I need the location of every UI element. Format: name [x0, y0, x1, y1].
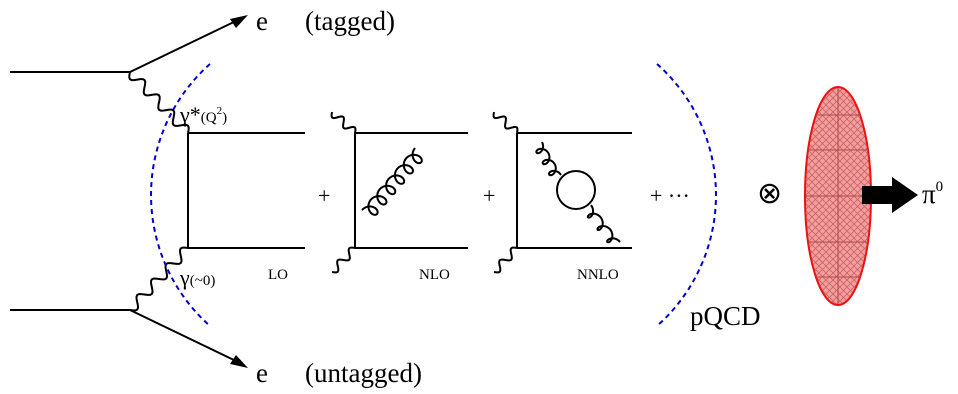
- electron-top-label: e: [256, 6, 268, 36]
- pion-arrow-head: [892, 177, 918, 213]
- nnlo-quark-loop: [556, 170, 596, 210]
- pion-symbol: π: [922, 179, 936, 209]
- gamma-star-symbol: γ*: [180, 102, 201, 127]
- pion-distribution-amplitude: [804, 86, 872, 306]
- plus-sign-1: +: [318, 183, 331, 208]
- pion-charge: 0: [935, 179, 944, 195]
- electron-bottom-label: e: [256, 358, 268, 388]
- nlo-photon-top: [330, 111, 357, 134]
- gamma-star-arg: (Q: [200, 110, 217, 126]
- plus-ellipsis: + ···: [650, 183, 690, 208]
- pqcd-label: pQCD: [690, 301, 761, 331]
- gamma-star-close: ): [222, 110, 228, 126]
- outgoing-electron-bottom: [129, 309, 239, 363]
- pqcd-left-bracket: [150, 63, 211, 327]
- nlo-label: NLO: [419, 267, 450, 283]
- nlo-photon-bottom: [331, 246, 356, 274]
- lo-label: LO: [268, 267, 288, 283]
- gamma-arg: (~0): [189, 273, 216, 289]
- virtual-photon-top: [128, 71, 190, 134]
- nlo-gluon: [361, 147, 423, 216]
- nnlo-gluon-in: [535, 141, 562, 177]
- nnlo-photon-top: [492, 111, 519, 134]
- convolution-symbol: ⊗: [757, 177, 783, 210]
- nnlo-gluon-out: [586, 204, 621, 244]
- quasi-real-photon-label: γ(~0): [180, 267, 215, 289]
- pqcd-right-bracket: [656, 63, 717, 327]
- gamma-star-exp: 2: [216, 105, 223, 117]
- gamma-symbol: γ: [180, 265, 190, 290]
- tagged-label: (tagged): [305, 6, 395, 36]
- quasi-real-photon-bottom: [129, 246, 189, 312]
- arrowhead-top: [230, 15, 248, 28]
- nnlo-photon-bottom: [493, 246, 518, 274]
- virtual-photon-label: γ*(Q2): [180, 104, 227, 126]
- arrowhead-bottom: [230, 355, 248, 368]
- nnlo-label: NNLO: [577, 267, 619, 283]
- untagged-label: (untagged): [305, 358, 422, 388]
- pion-arrow-shaft: [862, 186, 896, 204]
- pion-label: π0: [922, 180, 943, 208]
- plus-sign-2: +: [483, 183, 496, 208]
- outgoing-electron-top: [129, 19, 239, 73]
